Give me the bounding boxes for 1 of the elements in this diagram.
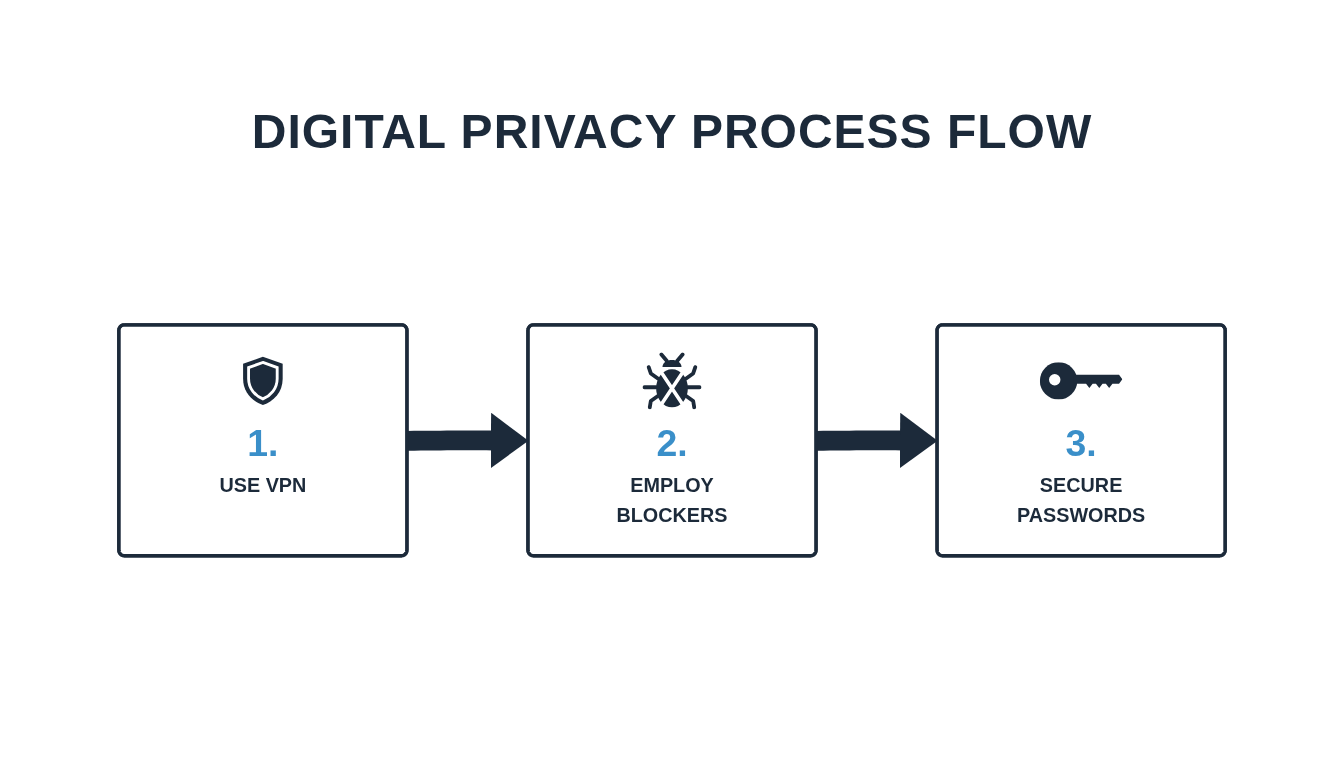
diagram-title: DIGITAL PRIVACY PROCESS FLOW	[251, 106, 1093, 159]
